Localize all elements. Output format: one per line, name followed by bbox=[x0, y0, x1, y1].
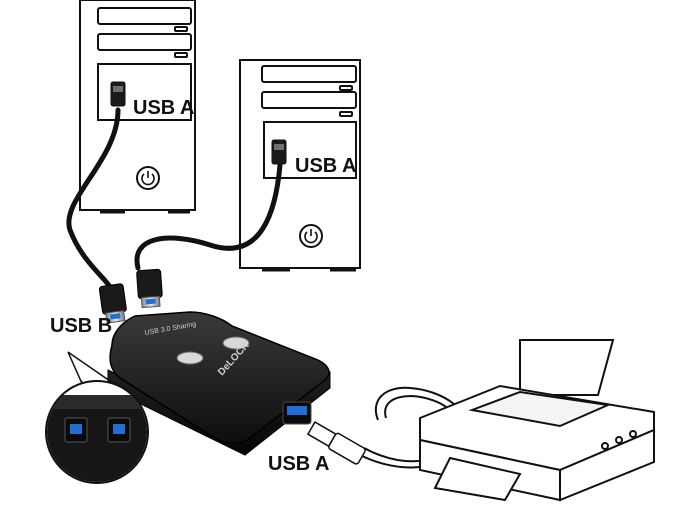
power-icon bbox=[299, 224, 323, 248]
usb-a-port bbox=[282, 401, 312, 425]
pc1-port-label: USB A bbox=[133, 97, 194, 119]
switch-button-2 bbox=[222, 336, 250, 350]
usb-a-plug-printer bbox=[306, 421, 366, 465]
printer bbox=[419, 339, 655, 502]
usb-b-port-1 bbox=[64, 417, 88, 443]
back-panel-zoom bbox=[45, 351, 149, 484]
switch-input-label: USB B bbox=[50, 315, 112, 337]
usb-b-port-2 bbox=[107, 417, 131, 443]
usb-sharing-switch: USB 3.0 Sharing DeLOCK bbox=[107, 311, 331, 456]
usb-a-plug-pc1 bbox=[110, 81, 126, 107]
usb-a-plug-pc2 bbox=[271, 139, 287, 165]
cable-pc1 bbox=[66, 107, 121, 293]
switch-button-1 bbox=[176, 351, 204, 365]
computer-1 bbox=[79, 0, 196, 214]
usb-b-plug-2 bbox=[136, 268, 163, 309]
usb-b-plug-1 bbox=[98, 283, 127, 324]
printer-port-label: USB A bbox=[268, 453, 329, 475]
cable-pc2 bbox=[134, 162, 283, 271]
pc2-port-label: USB A bbox=[295, 155, 356, 177]
power-icon bbox=[136, 166, 160, 190]
